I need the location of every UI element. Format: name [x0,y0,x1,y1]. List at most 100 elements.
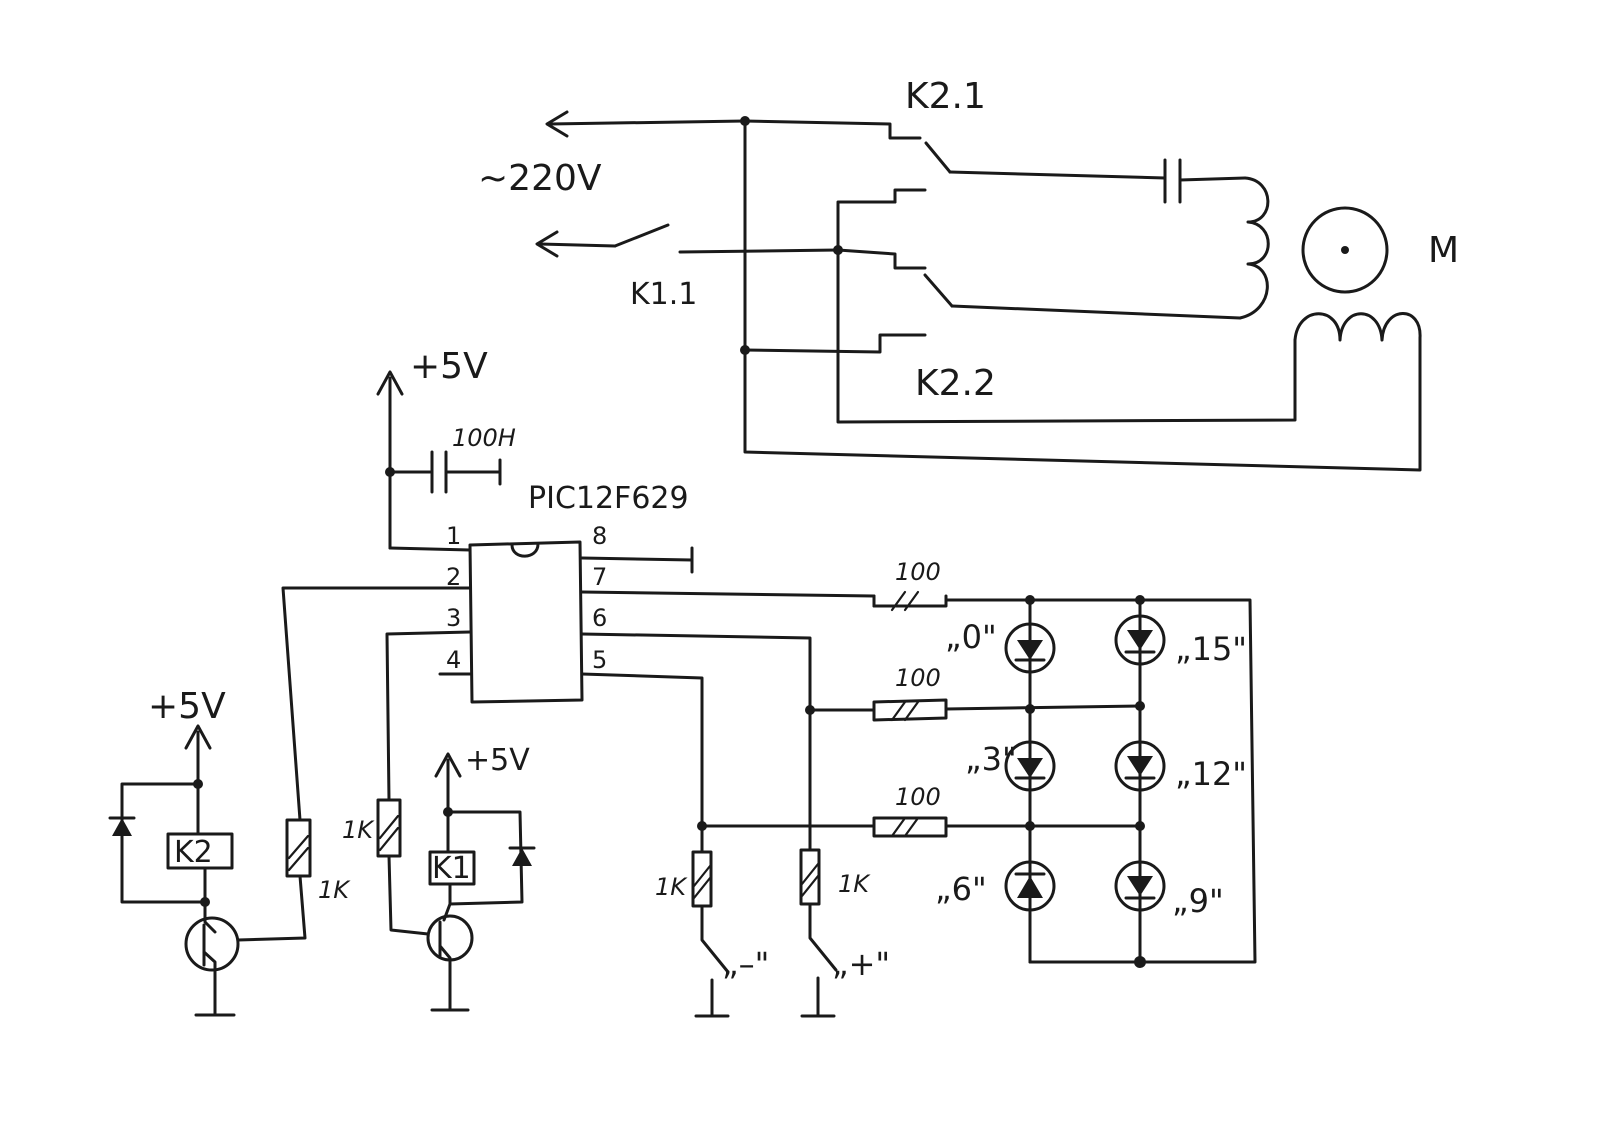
mcu-section: +5V 100H PIC12F629 1 2 3 4 8 7 6 5 [281,346,876,854]
button-plus-switch [808,902,838,972]
relay-k2-coil [166,832,234,870]
led-6-label: „6" [935,870,987,908]
k21-to-cap [948,170,1167,180]
motor-shaft [1341,246,1349,254]
resistor-minus-label: 1K [655,873,688,901]
mains-line-bottom-2 [678,248,840,254]
resistor-plus [799,848,821,906]
k1-vcc-arrow [434,752,462,778]
k22-fixed-bottom [743,333,927,354]
led-resistor-2-label: 100 [895,664,941,692]
button-minus-switch [700,904,730,974]
led-resistor-1-label: 100 [895,558,941,586]
motor-cap-lead [1178,176,1247,182]
mains-line-bottom [538,242,617,248]
pin7-wire [580,590,876,598]
relay-k1-coil [428,850,476,886]
resistor-k2-label: 1K [318,876,351,904]
transistor-k1 [426,914,474,962]
relay-k2-label: K2 [174,835,213,870]
k1-driver: +5V K1 1K [342,743,536,1012]
k1-base-wire [387,854,430,936]
pin5-wire [580,672,704,854]
motor-run-winding [1293,312,1422,342]
pin6-wire [580,632,812,852]
pin-3: 3 [446,604,461,632]
vcc-arrow-top [376,370,404,396]
pin-2: 2 [446,563,461,591]
mcu-label: PIC12F629 [528,481,689,516]
pin-6: 6 [592,604,607,632]
k1-diode [512,848,532,866]
led-9-label: „9" [1172,882,1224,920]
k22-blade [923,273,954,308]
buttons-section: 1K „–" 1K „+" [655,848,890,1018]
k1-switch-blade [613,223,670,248]
mains-voltage-label: ~220V [478,158,602,199]
button-plus-label: „+" [832,945,890,983]
pin2-wire [281,586,472,822]
led-3-label: „3" [965,740,1017,778]
mcu-notch [510,542,540,558]
resistor-k2 [285,818,312,878]
k1-contact-label: K1.1 [630,277,697,312]
relay-k1-label: K1 [432,851,471,886]
k22-to-winding [950,304,1242,320]
pin-8: 8 [592,522,607,550]
pin-5: 5 [592,646,607,674]
motor-label: M [1428,230,1459,271]
led-15 [1114,614,1166,666]
k22-fixed-top [836,248,927,270]
led-0 [1004,622,1056,674]
resistor-plus-label: 1K [838,870,871,898]
mcu-body [468,540,584,704]
k2-vcc-arrow [184,724,212,750]
resistor-minus [691,850,713,908]
led-6 [1004,860,1056,912]
mains-arrow-top [545,110,569,138]
k21-label: K2.1 [905,76,986,117]
bus-left [743,119,1422,472]
led-12 [1114,740,1166,792]
led-matrix: 100 100 100 [697,558,1257,968]
led-resistor-3-label: 100 [895,783,941,811]
pin-4: 4 [446,646,461,674]
k2-diode-loop [120,782,207,904]
led-9 [1114,860,1166,912]
k22-label: K2.2 [915,363,996,404]
led-3 [1004,740,1056,792]
motor-start-winding [1238,176,1270,320]
led-15-label: „15" [1175,630,1247,668]
pin-1: 1 [446,522,461,550]
led-resistor-3 [872,816,948,838]
node-cap [385,467,395,477]
k2-base-wire [236,874,307,942]
pin1-wire [388,546,472,552]
led-12-label: „12" [1175,755,1247,793]
vcc-label-top: +5V [410,346,488,387]
k21-fixed-top [743,119,922,140]
k2-vcc-label: +5V [148,686,226,727]
bus-k21-return [836,200,897,252]
k2-driver: +5V K2 1K [108,686,351,1017]
motor-rotor [1301,206,1389,294]
led-resistor-2 [872,698,948,722]
button-minus-label: „–" [722,945,769,983]
pin8-wire [580,556,694,562]
row2-bus [944,704,1142,711]
transistor-k2 [184,916,240,972]
k1-vcc-label: +5V [465,743,530,778]
pin3-wire [385,630,472,802]
led-0-label: „0" [945,618,997,656]
mains-arrow-bottom [535,230,559,258]
resistor-k1-label: 1K [342,816,375,844]
k2-diode [112,818,132,836]
k21-fixed-bottom [893,188,927,204]
mains-section: ~220V K1.1 K2.1 K2.2 M [478,76,1459,472]
mains-line-top [548,119,747,126]
k21-blade [924,141,952,174]
pin-7: 7 [592,563,607,591]
bus-right [836,248,1297,424]
resistor-k1 [376,798,402,858]
